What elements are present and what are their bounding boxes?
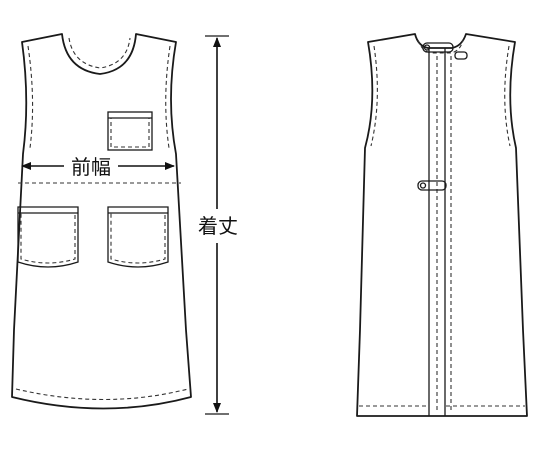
front-view: 前幅 <box>11 33 192 410</box>
back-neck-tab <box>422 42 454 53</box>
chest-pocket <box>107 111 153 151</box>
length-label: 着丈 <box>198 214 238 238</box>
back-neck-buttonhole <box>454 51 468 60</box>
front-right-armhole-stitch <box>165 45 171 149</box>
back-right-armhole-stitch <box>504 45 511 147</box>
lower-left-pocket <box>17 206 79 268</box>
front-neck-stitch <box>68 37 131 69</box>
front-left-armhole-stitch <box>27 45 34 149</box>
length-dimension: 着丈 <box>192 35 244 415</box>
back-view <box>356 33 528 417</box>
back-neck-stitch <box>417 39 464 54</box>
front-width-label: 前幅 <box>71 155 111 179</box>
front-width-dimension: 前幅 <box>21 154 175 179</box>
front-body-outline <box>11 33 192 410</box>
back-left-armhole-stitch <box>370 45 378 147</box>
lower-right-pocket <box>107 206 169 268</box>
back-waist-tab <box>417 180 447 191</box>
back-body-outline <box>356 33 528 417</box>
front-hem-stitch <box>15 388 189 401</box>
